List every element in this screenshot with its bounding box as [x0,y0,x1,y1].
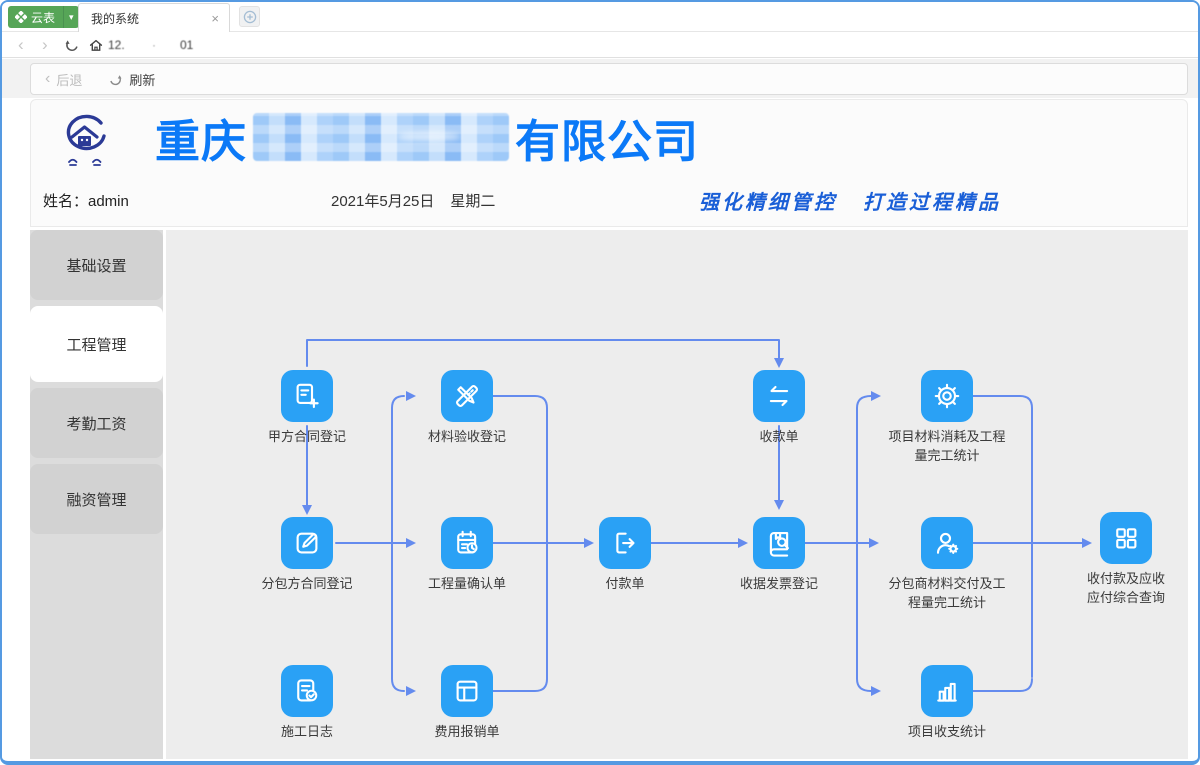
current-date: 2021年5月25日星期二 [331,190,495,211]
url-fragment-1: 12. [108,38,125,52]
layout-icon [441,665,493,717]
flow-node-label: 收付款及应收 应付综合查询 [1086,571,1165,605]
refresh-button[interactable]: 刷新 [108,70,155,89]
flow-node-label: 甲方合同登记 [267,429,346,444]
flow-node-label: 项目收支统计 [907,724,986,739]
company-name-prefix: 重庆 [155,115,248,167]
flow-node-label: 分包商材料交付及工 程量完工统计 [888,576,1006,610]
back-button[interactable]: ‹ 后退 [45,70,82,89]
app-button-label: 云表 [31,10,56,25]
address-bar: ‹ › 12. · 01 [2,32,1198,58]
transfer-icon [753,370,805,422]
flow-node-label: 施工日志 [280,724,333,739]
flow-node-shoukuandan[interactable]: 收款单 [704,370,854,447]
flow-node-label: 费用报销单 [434,724,500,739]
flow-node-cailiao-yanshou[interactable]: 材料验收登记 [392,370,542,447]
home-icon[interactable] [88,37,104,58]
nav-back-icon[interactable]: ‹ [18,35,24,54]
flow-node-label: 收款单 [759,429,799,444]
ruler-pencil-icon [441,370,493,422]
flow-node-feiyong-baoxiao[interactable]: 费用报销单 [392,665,542,742]
flow-node-label: 项目材料消耗及工程 量完工统计 [888,429,1006,463]
flow-node-jiafang-hetong[interactable]: 甲方合同登记 [232,370,382,447]
flow-node-shigong-rizhi[interactable]: 施工日志 [232,665,382,742]
flow-node-fukuandan[interactable]: 付款单 [550,517,700,594]
flow-node-label: 工程量确认单 [427,576,506,591]
slogan-left: 强化精细管控 [699,192,837,214]
slogan-right: 打造过程精品 [863,192,1001,214]
bar-chart-icon [921,665,973,717]
refresh-button-label: 刷新 [129,72,156,88]
tab-title: 我的系统 [91,12,140,26]
refresh-icon [110,74,122,85]
edit-icon [281,517,333,569]
sidebar-item-基础设置[interactable]: 基础设置 [30,230,163,300]
gear-icon [921,370,973,422]
flow-node-xiangmu-shouzhi[interactable]: 项目收支统计 [872,665,1022,742]
nav-forward-icon[interactable]: › [42,35,48,54]
flow-node-fenbaoshang-tongji[interactable]: 分包商材料交付及工 程量完工统计 [872,517,1022,613]
yunbiao-app-button[interactable]: 云表 ▾ [8,6,79,28]
flow-node-label: 付款单 [605,576,645,591]
clipboard-clock-icon [441,517,493,569]
url-fragment-2: · [152,38,156,52]
flow-node-label: 收据发票登记 [739,576,818,591]
weekday-text: 星期二 [450,193,496,210]
book-search-icon [753,517,805,569]
person-gear-icon [921,517,973,569]
flow-node-shouju-fapiao[interactable]: 收据发票登记 [704,517,854,594]
doc-check-icon [281,665,333,717]
tab-my-system[interactable]: 我的系统 × [78,3,230,33]
flow-node-label: 材料验收登记 [427,429,506,444]
back-chevron-icon: ‹ [45,70,51,87]
company-logo [57,112,113,177]
flow-node-shoufukuan-chaxun[interactable]: 收付款及应收 应付综合查询 [1051,512,1198,608]
grid-icon [1100,512,1152,564]
date-text: 2021年5月25日 [331,193,435,210]
toolbar: ‹ 后退 刷新 [30,63,1188,95]
toolbar-strip: ‹ 后退 刷新 [2,59,1198,98]
company-name-redacted [253,113,510,161]
flow-node-xiangmu-cailiao-tongji[interactable]: 项目材料消耗及工程 量完工统计 [872,370,1022,466]
header-info-row: 姓名：admin 2021年5月25日星期二 强化精细管控 打造过程精品 [31,186,1187,214]
browser-tab-bar: 云表 ▾ 我的系统 × [2,2,1198,33]
diamond-logo-icon [15,11,27,23]
page-refresh-icon[interactable] [64,37,80,58]
sidebar-menu: 基础设置工程管理考勤工资融资管理 [30,230,163,759]
tab-close-icon[interactable]: × [211,11,219,26]
user-name: 姓名：admin [43,193,129,210]
new-tab-button[interactable] [239,6,260,27]
page-header: 重庆 有限公司 姓名：admin 2021年5月25日星期二 强化精细管控 打造过… [30,99,1188,227]
company-slogan: 强化精细管控 打造过程精品 [699,186,1001,215]
sidebar-item-考勤工资[interactable]: 考勤工资 [30,388,163,458]
sidebar-item-融资管理[interactable]: 融资管理 [30,464,163,534]
url-fragment-3: 01 [180,38,194,52]
circle-plus-icon [243,10,256,23]
flow-node-fenbaofang-hetong[interactable]: 分包方合同登记 [232,517,382,594]
company-name: 重庆 有限公司 [155,106,699,168]
export-icon [599,517,651,569]
company-name-suffix: 有限公司 [515,115,700,167]
flow-node-gongchengliang-queren[interactable]: 工程量确认单 [392,517,542,594]
sidebar-item-工程管理[interactable]: 工程管理 [30,306,163,382]
flow-node-label: 分包方合同登记 [261,576,353,591]
back-button-label: 后退 [56,72,83,88]
doc-plus-icon [281,370,333,422]
app-button-caret[interactable]: ▾ [63,6,79,28]
